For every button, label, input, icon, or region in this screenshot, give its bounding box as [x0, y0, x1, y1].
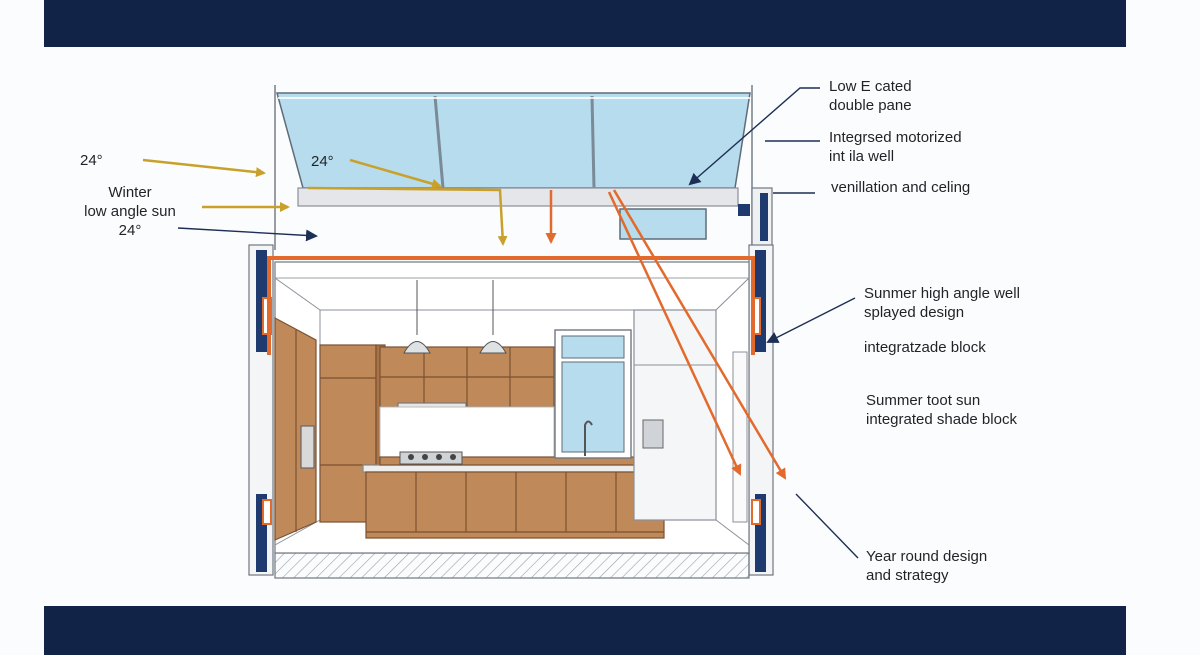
kitchen-window	[554, 329, 632, 459]
pendant-lamp-icon	[403, 280, 507, 354]
label-summer-toot-line2: integrated shade block	[866, 411, 1017, 428]
label-winter-sun: Winter low angle sun 24°	[60, 183, 200, 240]
label-ventilation: venillation and celing	[831, 179, 971, 196]
label-winter-sun-line3: 24°	[118, 222, 142, 239]
thermal-break-line	[267, 256, 755, 355]
label-year-round: Year round design and strategy	[866, 547, 987, 585]
fridge-dispenser-icon	[642, 419, 664, 449]
bottom-band	[44, 606, 1126, 655]
label-summer-toot-sun: Summer toot sun integrated shade block	[866, 391, 1017, 429]
summer-sun-ray-arrow	[545, 189, 787, 480]
insulation-left-upper	[256, 250, 267, 352]
label-summer-toot-line1: Summer toot sun	[866, 392, 981, 409]
label-leader-lines	[177, 87, 859, 559]
winter-sun-ray-arrow	[142, 158, 508, 246]
oven-icon	[300, 425, 315, 469]
countertop	[362, 464, 668, 473]
faucet-icon	[584, 420, 593, 456]
label-summer-high-angle: Sunmer high angle well splayed design	[864, 284, 1020, 322]
label-motorized-line1: Integrsed motorized	[829, 129, 962, 146]
island-base	[365, 471, 665, 539]
label-winter-sun-line1: Winter	[108, 184, 152, 201]
label-winter-sun-line2: low angle sun	[84, 203, 176, 220]
label-summer-high-line2: splayed design	[864, 304, 965, 321]
skylight-glass	[276, 92, 751, 189]
label-motorized-well: Integrsed motorized int ila well	[829, 128, 962, 166]
label-summer-high-line1: Sunmer high angle well	[864, 285, 1020, 302]
label-angle-inner: 24°	[311, 153, 334, 170]
label-low-e-glass: Low E cated double pane	[829, 77, 912, 115]
stove-icon	[399, 451, 463, 465]
ceiling-beam	[297, 187, 739, 207]
label-year-round-line1: Year round design	[866, 548, 988, 565]
skylight	[274, 85, 773, 250]
fridge	[633, 309, 717, 521]
top-band	[44, 0, 1126, 47]
label-low-e-line2: double pane	[829, 97, 912, 114]
label-motorized-line2: int ila well	[829, 148, 895, 165]
label-integratzade-block: integratzade block	[864, 339, 986, 356]
motorized-vent	[619, 208, 707, 240]
cabinetry	[274, 316, 668, 541]
insulation-left-lower	[256, 494, 267, 572]
floor-slab	[274, 552, 750, 579]
label-year-round-line2: and strategy	[866, 567, 949, 584]
label-angle-left: 24°	[80, 152, 103, 169]
label-low-e-line1: Low E cated	[829, 78, 912, 95]
side-door	[732, 351, 748, 523]
insulation-right-lower	[755, 494, 766, 572]
